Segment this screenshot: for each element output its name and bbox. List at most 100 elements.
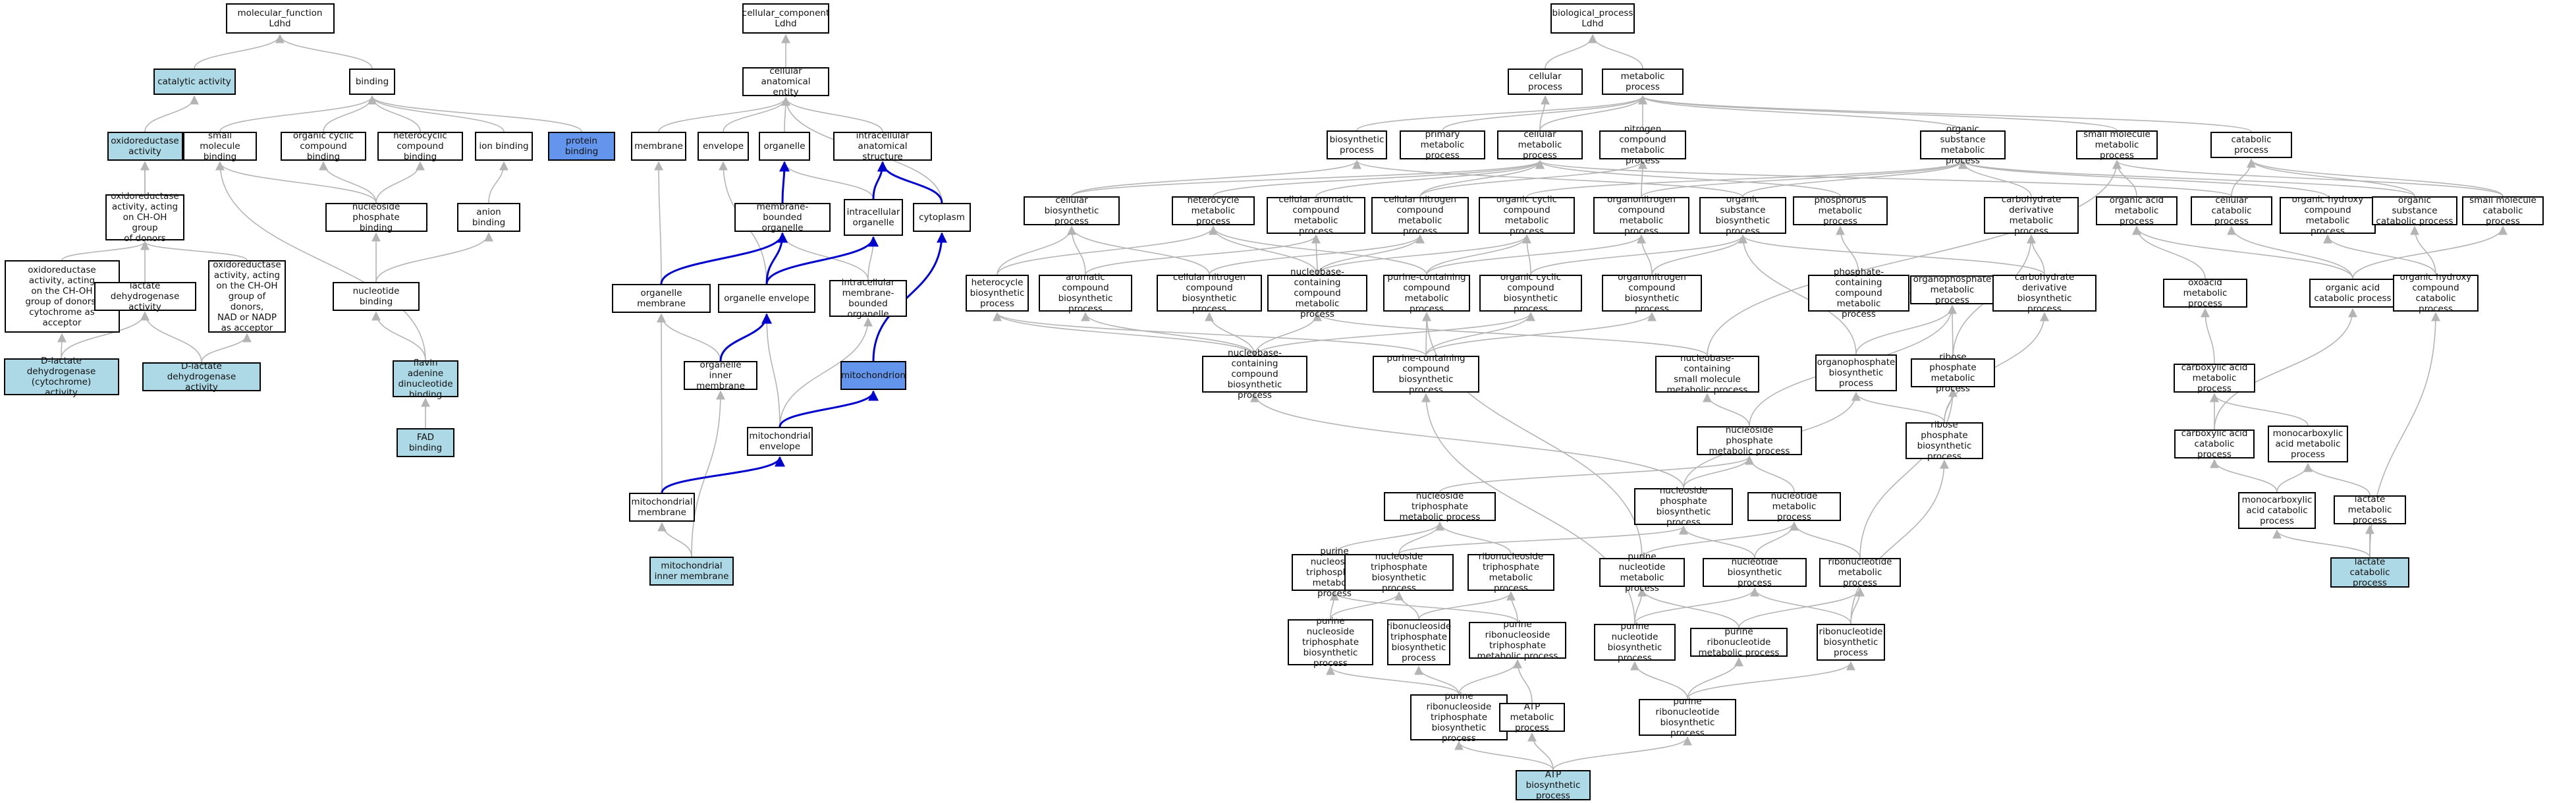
edge-nbsmmp-to-nbccmp bbox=[1313, 312, 1708, 356]
go-term-rnbp: ribonucleotide biosynthetic process bbox=[1817, 624, 1885, 661]
edge-nspbp-to-nbccbp bbox=[1250, 393, 1684, 489]
edge-prntpmp-to-pntpmp bbox=[1330, 591, 1518, 623]
go-term-cmp: cellular metabolic process bbox=[1497, 129, 1583, 161]
go-term-occmp: organic cyclic compound metabolic proces… bbox=[1479, 194, 1575, 236]
go-term-rpbp: ribose phosphate biosynthetic process bbox=[1905, 420, 1983, 462]
edge-rntpbp-to-rntpmp bbox=[1418, 591, 1516, 620]
edge-rnmp-to-rpmp bbox=[1859, 387, 1958, 559]
edge-nucb-to-anb bbox=[375, 232, 493, 283]
edge-me-to-oe bbox=[762, 313, 781, 428]
go-term-lmp: lactate metabolic process bbox=[2334, 494, 2406, 526]
edge-hmp-to-cmp bbox=[1213, 159, 1545, 197]
go-term-oxnad: oxidoreductase activity, acting on the C… bbox=[208, 260, 286, 333]
go-term-phmp: phosphorus metabolic process bbox=[1793, 195, 1888, 227]
go-term-prnbp: purine ribonucleotide biosynthetic proce… bbox=[1639, 696, 1736, 738]
edge-imbo-to-mbo bbox=[778, 232, 869, 281]
go-term-nbccbp: nucleobase-containing compound biosynthe… bbox=[1202, 348, 1307, 401]
go-term-nbccmp: nucleobase-containing compound metabolic… bbox=[1267, 267, 1367, 319]
edge-nucpb-to-occb bbox=[319, 161, 377, 204]
go-term-oacp: organic acid catabolic process bbox=[2309, 279, 2396, 308]
edge-pccbp-to-oncbp bbox=[1425, 312, 1657, 356]
edge-pccbp-to-occbp bbox=[1425, 312, 1535, 356]
edge-cncbp-to-cbp bbox=[1067, 225, 1210, 275]
blue-edge-mm-to-me bbox=[661, 456, 785, 493]
edge-oscp-to-catp bbox=[2247, 158, 2415, 197]
edge-mm-to-om bbox=[657, 313, 667, 493]
go-term-ntbp: nucleotide biosynthetic process bbox=[1703, 557, 1807, 588]
edge-hbp-to-cbp bbox=[997, 225, 1076, 275]
edge-organelle-to-cae bbox=[781, 96, 790, 132]
edge-ohccp-to-ohcmp bbox=[2323, 234, 2436, 275]
edge-opbp-to-osbp bbox=[1738, 234, 1857, 355]
go-term-cp: cellular process bbox=[1508, 69, 1583, 95]
go-term-bsp: biosynthetic process bbox=[1327, 130, 1387, 159]
edge-cdbp-to-osbp bbox=[1738, 234, 2045, 275]
edge-prnbp-to-prnmp bbox=[1687, 657, 1743, 700]
go-term-cbp: cellular biosynthetic process bbox=[1024, 195, 1120, 227]
edge-lmp-to-mcamp bbox=[2303, 462, 2370, 496]
edge-smmp-to-mp bbox=[1638, 95, 2118, 131]
edge-catp-to-mp bbox=[1638, 95, 2252, 132]
go-term-nspmp: nucleoside phosphate metabolic process bbox=[1697, 425, 1802, 457]
go-term-rnmp: ribonucleotide metabolic process bbox=[1819, 557, 1901, 588]
edge-prnbp-to-rnbp bbox=[1687, 661, 1855, 700]
edge-pccmp-to-hmp bbox=[1209, 225, 1427, 275]
edge-envelope-to-cae bbox=[723, 96, 790, 132]
edge-ccp-to-catp bbox=[2231, 158, 2256, 197]
edge-rnbp-to-ntbp bbox=[1750, 587, 1851, 624]
go-term-mito: mitochondrion bbox=[840, 361, 906, 390]
go-term-hcb: heterocyclic compound binding bbox=[377, 130, 463, 162]
edge-oacp-to-oamp bbox=[2132, 225, 2353, 279]
edge-dldh-to-oxnad bbox=[201, 333, 252, 363]
edge-ntmp-to-nspmp bbox=[1745, 455, 1795, 493]
go-term-acbp: aromatic compound biosynthetic process bbox=[1039, 272, 1132, 314]
go-term-pccmp: purine-containing compound metabolic pro… bbox=[1383, 272, 1470, 314]
edge-rnmp-to-ntmp bbox=[1790, 521, 1861, 559]
edge-atpbp-to-prntpbp bbox=[1454, 740, 1554, 771]
go-term-prntpmp: purine ribonucleoside triphosphate metab… bbox=[1469, 619, 1566, 661]
go-term-prntpbp: purine ribonucleoside triphosphate biosy… bbox=[1410, 691, 1508, 744]
edge-bsp-to-mp bbox=[1356, 95, 1647, 131]
go-term-occb: organic cyclic compound binding bbox=[281, 130, 366, 162]
go-term-camp: carboxylic acid metabolic process bbox=[2174, 362, 2255, 394]
blue-edge-om-to-mbo bbox=[660, 232, 788, 285]
edge-oxnad-to-oxch bbox=[140, 240, 248, 261]
go-term-lcp: lactate catabolic process bbox=[2330, 557, 2409, 588]
go-term-prnmp: purine ribonucleotide metabolic process bbox=[1690, 626, 1788, 658]
go-term-nucpb: nucleoside phosphate binding bbox=[325, 202, 427, 233]
go-term-opbp: organophosphate biosynthetic process bbox=[1815, 354, 1897, 391]
go-term-nbsmmp: nucleobase-containing small molecule met… bbox=[1655, 353, 1759, 395]
edge-ohccp-to-oscp bbox=[2410, 225, 2436, 275]
go-term-oncbp: organonitrogen compound biosynthetic pro… bbox=[1602, 272, 1702, 314]
edge-ias-to-cae bbox=[781, 96, 883, 132]
go-term-oxch: oxidoreductase activity, acting on CH-OH… bbox=[105, 191, 184, 244]
go-term-anb: anion binding bbox=[457, 203, 520, 232]
edge-acbp-to-cbp bbox=[1067, 225, 1086, 275]
edge-occmp-to-osmp bbox=[1526, 159, 1967, 198]
edge-mcacp-to-cacp bbox=[2210, 458, 2278, 493]
go-term-oamp: organic acid metabolic process bbox=[2096, 195, 2178, 227]
go-term-membrane: membrane bbox=[631, 132, 686, 161]
blue-edge-mbo-to-organelle bbox=[779, 161, 790, 204]
go-term-hmp: heterocycle metabolic process bbox=[1172, 195, 1255, 227]
go-term-oxr: oxidoreductase activity bbox=[107, 132, 183, 161]
edge-ionb-to-bind bbox=[368, 95, 505, 132]
edge-nbccbp-to-hbp bbox=[993, 312, 1255, 356]
go-term-pnbp: purine nucleotide biosynthetic process bbox=[1594, 621, 1676, 663]
edge-mim-to-oim bbox=[691, 390, 725, 557]
edge-fadnb-to-nucb bbox=[371, 311, 426, 361]
edge-nbccbp-to-cncbp bbox=[1205, 312, 1255, 356]
edge-occbp-to-occmp bbox=[1522, 234, 1532, 275]
edge-nbccmp-to-cncmp bbox=[1317, 234, 1425, 275]
edge-fadnb-to-smb bbox=[215, 161, 426, 361]
go-term-io: intracellular organelle bbox=[844, 199, 903, 236]
go-term-mm: mitochondrial membrane bbox=[629, 493, 695, 522]
edge-cncbp-to-cncmp bbox=[1209, 234, 1425, 275]
go-term-hbp: heterocycle biosynthetic process bbox=[966, 275, 1029, 312]
edge-hbp-to-hmp bbox=[997, 225, 1218, 275]
go-term-ionb: ion binding bbox=[475, 132, 533, 161]
edge-mcacp-to-mcamp bbox=[2276, 462, 2313, 493]
go-term-imbo: intracellular membrane-bounded organelle bbox=[829, 277, 907, 319]
edge-oim-to-om bbox=[657, 313, 721, 362]
